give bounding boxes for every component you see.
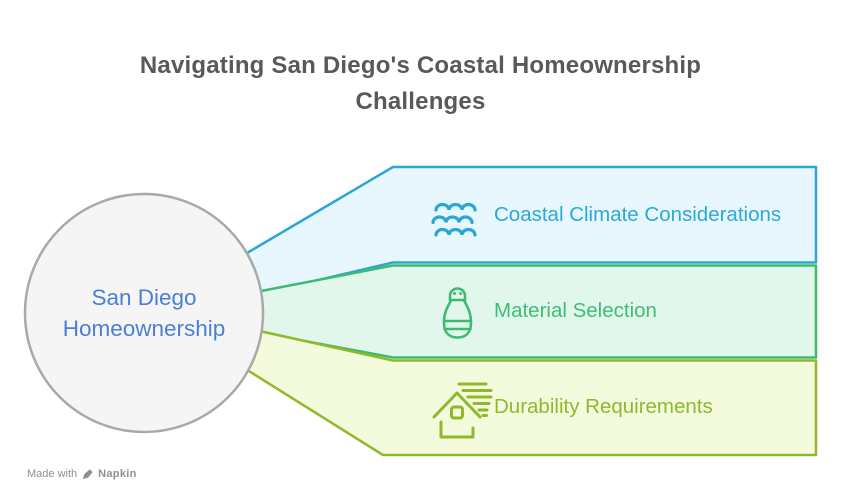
center-node-label: San Diego Homeownership xyxy=(62,285,226,341)
branch-label-coastal-climate: Coastal Climate Considerations xyxy=(494,203,782,226)
napkin-pen-icon xyxy=(82,468,93,479)
weathered-house-icon xyxy=(432,382,493,439)
branch-label-durability: Durability Requirements xyxy=(494,395,713,418)
branch-label-material-selection: Material Selection xyxy=(494,299,657,322)
page-title: Navigating San Diego's Coastal Homeowner… xyxy=(139,52,702,115)
napkin-brand-text: Napkin xyxy=(98,468,137,480)
made-with-napkin-credit: Made with Napkin xyxy=(27,468,137,480)
center-node-circle xyxy=(23,192,265,434)
waves-icon xyxy=(431,202,477,237)
made-with-text: Made with xyxy=(27,468,78,480)
salt-shaker-icon xyxy=(442,287,473,339)
